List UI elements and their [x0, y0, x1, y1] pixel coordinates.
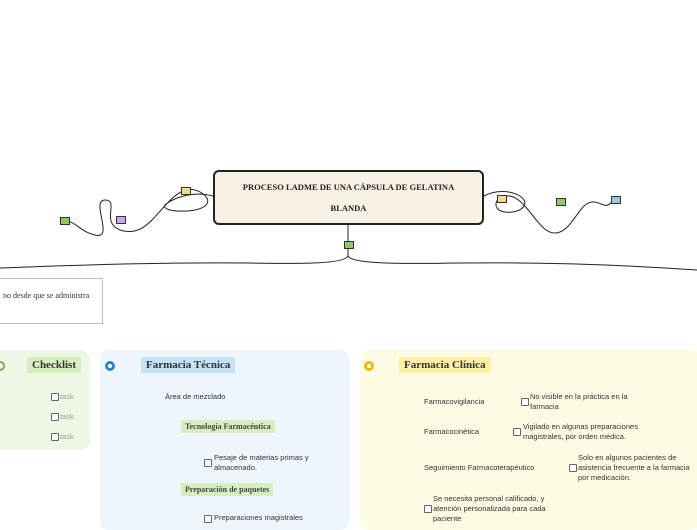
tecnologia-checkbox[interactable] — [204, 459, 212, 467]
task-checkbox-3[interactable] — [51, 433, 59, 441]
right-connector — [483, 191, 616, 234]
seguimiento-label[interactable]: Seguimiento Farmacoterapéutico — [424, 463, 535, 472]
farmacia-tecnica-dot-icon — [105, 361, 115, 371]
farmacovigilancia-checkbox[interactable] — [521, 398, 529, 406]
checklist-title[interactable]: Checklist — [27, 357, 81, 373]
seguimiento-checkbox[interactable] — [569, 464, 577, 472]
task-label-2: task — [60, 412, 74, 421]
farmacovigilancia-detail: No visible en la práctica en la farmacia — [530, 392, 628, 411]
preparacion-checkbox[interactable] — [204, 515, 212, 523]
farmacocinetica-label[interactable]: Farmacocinética — [424, 427, 480, 436]
note-box[interactable]: no desde que se administra — [0, 278, 103, 324]
seguimiento-detail: Solo en algunos pacientes de asistencia … — [578, 453, 690, 482]
task-label-1: task — [60, 392, 74, 401]
personal-detail: Se necesita personal calificado, y atenc… — [433, 494, 546, 523]
farmacocinetica-checkbox[interactable] — [513, 428, 521, 436]
bottom-connector-left — [0, 225, 349, 269]
node-marker-right-1[interactable] — [497, 195, 507, 203]
subtopic-preparacion[interactable]: Preparación de paquetes — [181, 483, 274, 496]
task-label-3: task — [60, 432, 74, 441]
farmacovigilancia-label[interactable]: Farmacovigilancia — [424, 397, 485, 406]
subtopic-tecnologia[interactable]: Tecnología Farmacéutica — [181, 420, 275, 433]
personal-checkbox[interactable] — [424, 505, 432, 513]
node-marker-right-3[interactable] — [611, 196, 621, 204]
farmacia-clinica-title[interactable]: Farmacia Clínica — [399, 357, 491, 373]
task-checkbox-1[interactable] — [51, 393, 59, 401]
farmacia-tecnica-title[interactable]: Farmacia Técnica — [141, 357, 236, 373]
preparacion-item: Preparaciones magistrales — [214, 513, 303, 522]
bottom-connector-right — [347, 255, 697, 271]
node-marker-bottom[interactable] — [344, 241, 354, 249]
node-marker-left-3[interactable] — [60, 217, 70, 225]
central-topic[interactable]: PROCESO LADME DE UNA CÁPSULA DE GELATINA… — [213, 170, 484, 225]
node-marker-left-1[interactable] — [181, 187, 191, 195]
farmacocinetica-detail: Vigilado en algunas preparaciones magist… — [523, 422, 638, 441]
farmacia-tecnica-panel — [100, 350, 350, 530]
task-checkbox-2[interactable] — [51, 413, 59, 421]
node-marker-right-2[interactable] — [556, 198, 566, 206]
note-text: no desde que se administra — [3, 291, 90, 300]
left-connector — [63, 188, 214, 236]
node-marker-left-2[interactable] — [116, 216, 126, 224]
checklist-dot-icon — [0, 361, 5, 371]
central-topic-line2: BLANDA — [330, 203, 367, 213]
farmacia-clinica-dot-icon — [364, 361, 374, 371]
tecnologia-item: Pesaje de materias primas y almacenado. — [214, 453, 309, 472]
central-topic-line1: PROCESO LADME DE UNA CÁPSULA DE GELATINA — [242, 182, 455, 192]
area-mezclado[interactable]: Área de mezclado — [165, 392, 226, 401]
farmacia-clinica-panel — [360, 350, 697, 530]
